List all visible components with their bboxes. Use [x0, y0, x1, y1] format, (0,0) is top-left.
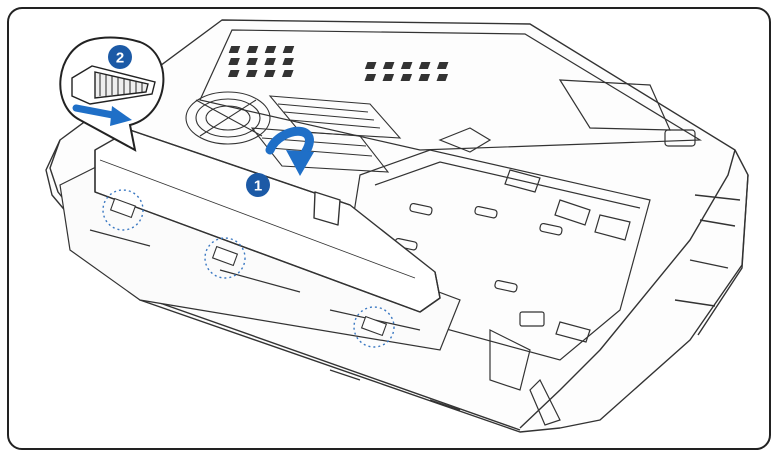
- latch-circle-middle: [204, 237, 246, 279]
- latch-callout: [59, 36, 165, 152]
- battery-pack: [94, 129, 441, 313]
- step-1-badge: 1: [246, 173, 270, 197]
- step-2-label: 2: [116, 50, 124, 67]
- vent-grille-left: [227, 46, 295, 77]
- latch-clips: [109, 197, 388, 337]
- laptop-base: [45, 19, 749, 433]
- memory-compartment: [199, 29, 703, 151]
- latch-circle-left: [102, 189, 144, 231]
- vent-grille-right: [364, 62, 449, 81]
- step-2-badge: 2: [108, 45, 132, 69]
- latch-circle-right: [353, 306, 395, 348]
- fan-vent: [185, 91, 271, 145]
- right-arrow-icon: [72, 104, 132, 126]
- curved-arrow-icon: [265, 126, 314, 176]
- step-1-label: 1: [254, 178, 262, 195]
- latch-markers: [102, 189, 395, 348]
